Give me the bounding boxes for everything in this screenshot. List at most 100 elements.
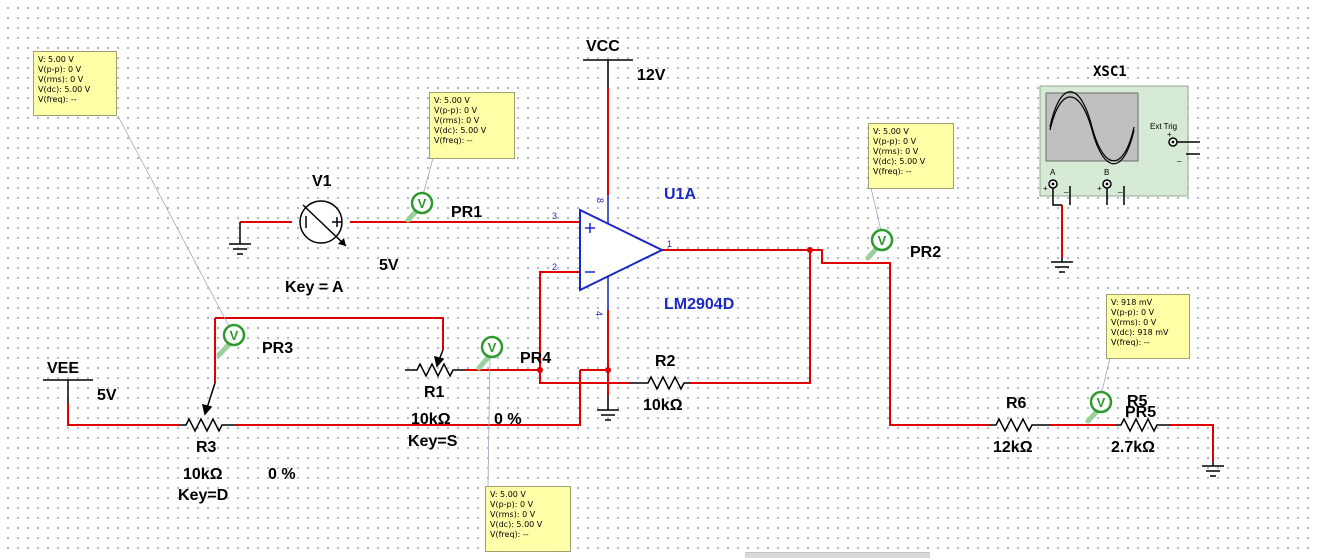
probe-ref: PR4 [520, 350, 551, 367]
tooltip-line: V(freq): -- [434, 136, 473, 145]
probe-symbol: V [230, 328, 239, 343]
tooltip-line: V(dc): 5.00 V [490, 520, 543, 529]
source-value: 5V [379, 257, 399, 274]
tooltip-line: V: 5.00 V [434, 96, 470, 105]
pin-label: 4 [594, 311, 604, 316]
r1-key: Key=S [408, 433, 458, 450]
oscilloscope-xsc1[interactable] [1039, 85, 1200, 206]
tooltip-line: V: 918 mV [1111, 298, 1153, 307]
voltage-source-v1[interactable] [299, 200, 347, 247]
tooltip-line: V(rms): 0 V [1111, 318, 1157, 327]
tooltip-line: V(p-p): 0 V [873, 137, 917, 146]
tooltip-line: V(freq): -- [873, 167, 912, 176]
channel-a-label: A [1050, 168, 1056, 177]
probe-leaders [117, 115, 1111, 488]
probe-tooltip-pr4: V: 5.00 V V(p-p): 0 V V(rms): 0 V V(dc):… [485, 486, 571, 552]
channel-b-label: B [1104, 168, 1109, 177]
vcc-rail[interactable] [583, 59, 633, 88]
opamp-u1a[interactable] [579, 195, 665, 370]
r2-value: 10kΩ [643, 397, 683, 414]
tooltip-line: V(dc): 5.00 V [434, 126, 487, 135]
ground-icon [1051, 258, 1073, 273]
vee-value: 5V [97, 387, 117, 404]
r6-ref: R6 [1006, 395, 1027, 412]
tooltip-line: V: 5.00 V [38, 55, 74, 64]
r3-percent: 0 % [268, 466, 296, 483]
r3-key: Key=D [178, 487, 228, 504]
r2-ref: R2 [655, 353, 676, 370]
horizontal-scrollbar[interactable] [745, 552, 930, 558]
minus-label: _ [1176, 153, 1182, 162]
tooltip-line: V(p-p): 0 V [1111, 308, 1155, 317]
tooltip-line: V(rms): 0 V [38, 75, 84, 84]
tooltip-line: V(dc): 918 mV [1111, 328, 1169, 337]
r5-value: 2.7kΩ [1111, 439, 1155, 456]
resistor-r5[interactable] [1115, 417, 1170, 433]
probe-ref: PR2 [910, 244, 941, 261]
probe-pr4[interactable]: V [476, 335, 504, 371]
minus-label: _ [1117, 184, 1123, 193]
probe-symbol: V [488, 340, 497, 355]
tooltip-line: V(rms): 0 V [490, 510, 536, 519]
vee-rail[interactable] [43, 379, 93, 403]
r3-value: 10kΩ [183, 466, 223, 483]
probe-symbol: V [418, 196, 427, 211]
plus-label: + [1097, 184, 1102, 193]
vee-label: VEE [47, 360, 79, 377]
ground-icon [597, 395, 619, 421]
ground-icon [1202, 462, 1224, 477]
junction-dot [537, 367, 543, 373]
r1-ref: R1 [424, 384, 445, 401]
opamp-part: LM2904D [664, 296, 734, 313]
probe-pr2[interactable]: V [865, 228, 894, 261]
probe-pr5[interactable]: V [1085, 390, 1113, 424]
tooltip-line: V(freq): -- [1111, 338, 1150, 347]
resistor-r2[interactable] [630, 375, 690, 391]
minus-label: _ [1063, 184, 1069, 193]
probe-ref: PR1 [451, 204, 482, 221]
tooltip-line: V(p-p): 0 V [490, 500, 534, 509]
probe-ref: PR5 [1125, 404, 1156, 421]
probe-pr3[interactable]: V [216, 323, 246, 358]
pin-label: 3 [552, 211, 557, 221]
plus-label: + [1043, 184, 1048, 193]
potentiometer-r1[interactable] [405, 349, 465, 378]
junctions [537, 247, 813, 373]
probe-tooltip-pr3: V: 5.00 V V(p-p): 0 V V(rms): 0 V V(dc):… [33, 51, 117, 116]
tooltip-line: V: 5.00 V [873, 127, 909, 136]
source-ref: V1 [312, 173, 332, 190]
ext-trig-label: Ext Trig [1150, 122, 1177, 131]
pin-label: 2 [552, 262, 557, 272]
r6-value: 12kΩ [993, 439, 1033, 456]
wires [67, 88, 1214, 462]
ground-icon [229, 222, 251, 255]
pin-label: 1 [667, 239, 672, 249]
r3-ref: R3 [196, 439, 217, 456]
probe-ref: PR3 [262, 340, 293, 357]
resistor-r6[interactable] [990, 417, 1050, 433]
probe-tooltip-pr5: V: 918 mV V(p-p): 0 V V(rms): 0 V V(dc):… [1106, 294, 1190, 359]
tooltip-line: V(freq): -- [38, 95, 77, 104]
junction-dot [807, 247, 813, 253]
vcc-label: VCC [586, 38, 620, 55]
resistors[interactable] [180, 349, 1170, 433]
tooltip-line: V(rms): 0 V [873, 147, 919, 156]
waveform-b [1049, 96, 1135, 165]
pin-label: 8 [595, 198, 605, 203]
tooltip-line: V(rms): 0 V [434, 116, 480, 125]
tooltip-line: V(p-p): 0 V [434, 106, 478, 115]
scope-ref: XSC1 [1093, 64, 1127, 80]
source-key: Key = A [285, 279, 344, 296]
tooltip-line: V: 5.00 V [490, 490, 526, 499]
vcc-value: 12V [637, 67, 666, 84]
probe-pr1[interactable]: V [405, 191, 434, 223]
r1-value: 10kΩ [411, 411, 451, 428]
r1-percent: 0 % [494, 411, 522, 428]
probe-symbol: V [878, 233, 887, 248]
tooltip-line: V(freq): -- [490, 530, 529, 539]
tooltip-line: V(dc): 5.00 V [873, 157, 926, 166]
potentiometer-r3[interactable] [180, 382, 235, 433]
probe-tooltip-pr2: V: 5.00 V V(p-p): 0 V V(rms): 0 V V(dc):… [868, 123, 954, 189]
probe-tooltip-pr1: V: 5.00 V V(p-p): 0 V V(rms): 0 V V(dc):… [429, 92, 515, 159]
